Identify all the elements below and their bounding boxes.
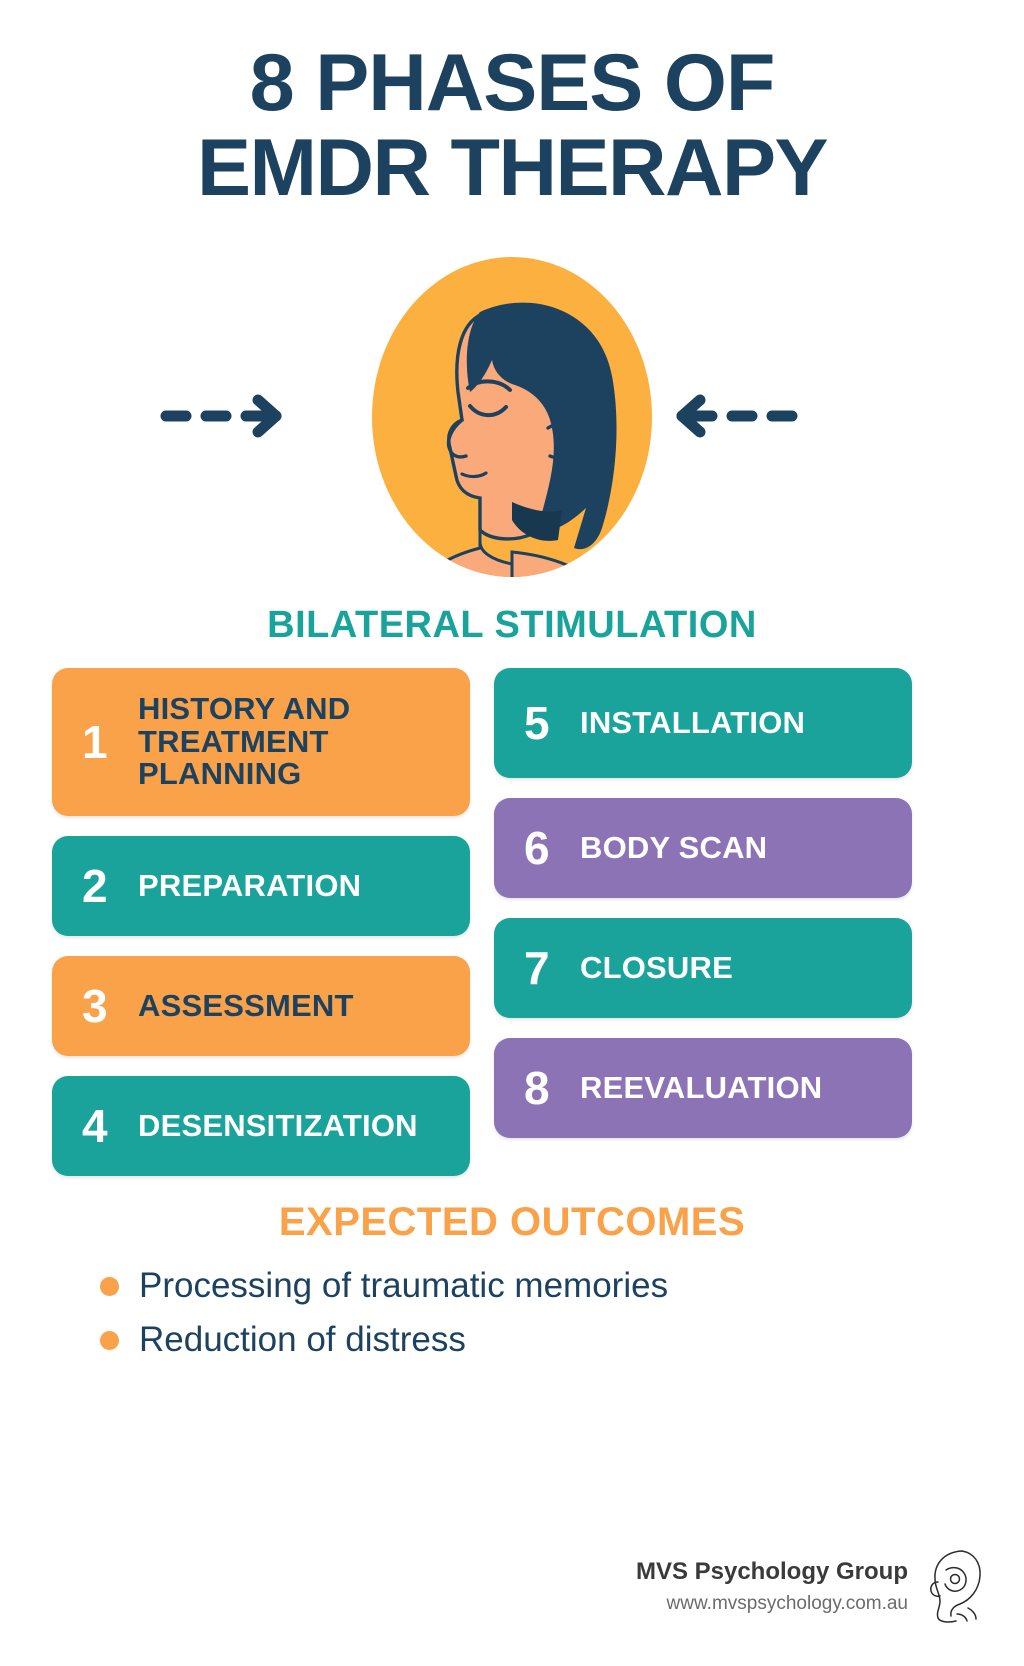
phase-label-4: DESENSITIZATION <box>138 1107 418 1143</box>
bilateral-stimulation-label: BILATERAL STIMULATION <box>267 604 757 646</box>
phase-label-1: HISTORY AND TREATMENT PLANNING <box>138 690 351 792</box>
bullet-dot-icon <box>100 1276 119 1296</box>
phase-box-8[interactable]: 8 REEVALUATION <box>494 1038 912 1138</box>
title-line-2: EMDR THERAPY <box>196 123 829 214</box>
list-item: Processing of traumatic memories <box>100 1265 1024 1307</box>
phase-label-6: BODY SCAN <box>580 829 768 865</box>
phase-box-5[interactable]: 5 INSTALLATION <box>494 668 912 778</box>
phase-number-5: 5 <box>524 697 550 749</box>
phase-label-8: REEVALUATION <box>580 1069 823 1105</box>
woman-profile-head-icon <box>362 252 662 592</box>
phase-box-7[interactable]: 7 CLOSURE <box>494 918 912 1018</box>
expected-outcomes-heading: EXPECTED OUTCOMES <box>278 1200 746 1244</box>
phase-label-3: ASSESSMENT <box>138 987 354 1023</box>
bullet-dot-icon <box>100 1330 119 1350</box>
phase-number-8: 8 <box>524 1062 550 1114</box>
phase-label-7: CLOSURE <box>580 949 733 985</box>
organisation-name: MVS Psychology Group <box>635 1557 908 1585</box>
footer-text-block: MVS Psychology Group www.mvspsychology.c… <box>636 1557 908 1616</box>
phase-number-4: 4 <box>82 1100 108 1152</box>
footer-branding: MVS Psychology Group www.mvspsychology.c… <box>636 1548 986 1624</box>
phase-number-1: 1 <box>82 716 108 768</box>
phase-box-6[interactable]: 6 BODY SCAN <box>494 798 912 898</box>
phase-number-2: 2 <box>82 860 108 912</box>
outcome-text: Processing of traumatic memories <box>139 1266 669 1305</box>
phase-box-4[interactable]: 4 DESENSITIZATION <box>52 1076 470 1176</box>
list-item: Reduction of distress <box>100 1319 1024 1361</box>
page-title: 8 PHASES OF EMDR THERAPY <box>0 38 1024 214</box>
phase-box-1[interactable]: 1 HISTORY AND TREATMENT PLANNING <box>52 668 470 816</box>
phase-box-2[interactable]: 2 PREPARATION <box>52 836 470 936</box>
phase-column-right: 5 INSTALLATION 6 BODY SCAN 7 CLOSURE 8 R… <box>494 668 912 1158</box>
expected-outcomes-section: EXPECTED OUTCOMES Processing of traumati… <box>0 1200 1024 1373</box>
phase-number-3: 3 <box>82 980 108 1032</box>
expected-outcomes-list: Processing of traumatic memories Reducti… <box>0 1265 1024 1361</box>
website-url[interactable]: www.mvspsychology.com.au <box>666 1592 908 1614</box>
phase-column-left: 1 HISTORY AND TREATMENT PLANNING 2 PREPA… <box>52 668 470 1196</box>
phase-list: 1 HISTORY AND TREATMENT PLANNING 2 PREPA… <box>0 668 1024 1188</box>
phase-label-2: PREPARATION <box>138 867 362 903</box>
dashed-arrow-left-icon <box>672 392 798 445</box>
bilateral-stimulation-illustration <box>0 252 1024 592</box>
head-profile-outline-logo <box>924 1548 986 1624</box>
phase-label-5: INSTALLATION <box>580 704 806 740</box>
title-line-1: 8 PHASES OF <box>249 38 776 128</box>
dashed-arrow-right-icon <box>160 392 286 445</box>
phase-number-7: 7 <box>524 942 550 994</box>
phase-number-6: 6 <box>524 822 550 874</box>
outcome-text: Reduction of distress <box>139 1320 466 1359</box>
phase-box-3[interactable]: 3 ASSESSMENT <box>52 956 470 1056</box>
